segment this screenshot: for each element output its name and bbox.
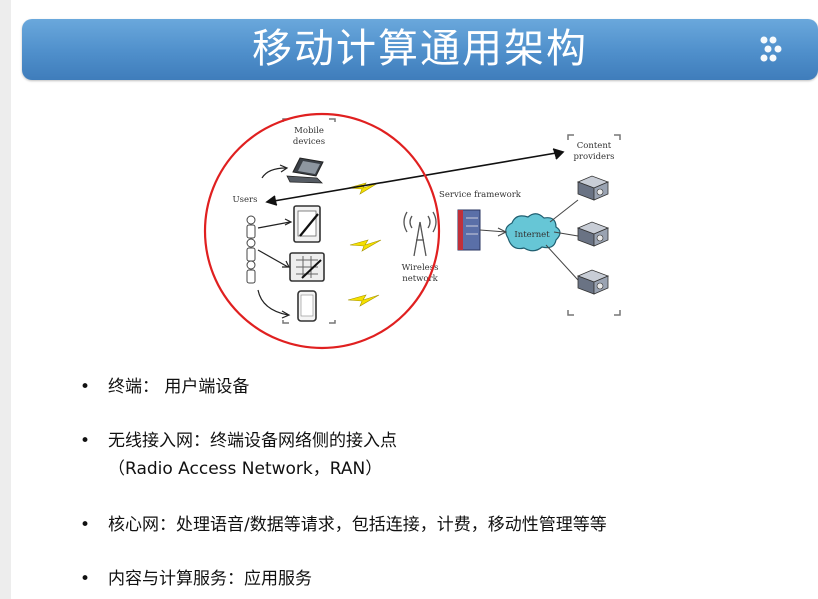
internet-label: Internet — [514, 230, 550, 240]
bullet-dot: • — [79, 569, 91, 589]
users-icon — [246, 215, 256, 284]
wireless-lightning-icons — [347, 182, 382, 307]
user-device-arrows — [257, 164, 293, 319]
bullet-subtext: （Radio Access Network，RAN） — [108, 459, 383, 479]
terminal-highlight-circle — [203, 112, 441, 350]
grid-device-icon — [289, 252, 325, 282]
cloud-links — [479, 199, 579, 281]
bullet-text: 终端： 用户端设备 — [108, 377, 250, 397]
dots-logo-icon — [760, 36, 782, 62]
svg-text:network: network — [402, 274, 438, 284]
svg-text:devices: devices — [293, 137, 325, 147]
bullet-dot: • — [79, 431, 91, 451]
title-bar: 移动计算通用架构 — [22, 19, 818, 80]
bullet-dot: • — [79, 377, 91, 397]
left-margin-strip — [0, 0, 11, 599]
bullet-dot: • — [79, 515, 91, 535]
architecture-diagram: Mobile devices Users — [203, 112, 621, 350]
wireless-tower-icon — [403, 211, 437, 257]
service-framework-server-icon — [457, 209, 481, 251]
mobile-devices-label: Mobile — [294, 126, 324, 136]
tablet-icon — [293, 205, 321, 243]
users-to-providers-arrow — [265, 148, 565, 206]
laptop-icon — [286, 157, 324, 184]
bullet-text: 无线接入网：终端设备网络侧的接入点 — [108, 431, 397, 451]
wireless-network-label: Wireless — [402, 263, 439, 273]
server-icon — [576, 221, 610, 247]
server-icon — [576, 269, 610, 295]
server-icon — [576, 175, 610, 201]
smartphone-icon — [297, 290, 317, 322]
bullet-text: 核心网：处理语音/数据等请求，包括连接，计费，移动性管理等等 — [108, 515, 607, 535]
content-providers-group: Content providers — [567, 134, 621, 316]
slide-title: 移动计算通用架构 — [252, 26, 588, 72]
users-label: Users — [233, 195, 258, 205]
svg-text:providers: providers — [573, 152, 614, 162]
service-framework-label: Service framework — [439, 190, 522, 200]
internet-cloud-icon: Internet — [505, 213, 561, 252]
bullet-text: 内容与计算服务：应用服务 — [108, 569, 312, 589]
content-providers-label: Content — [577, 141, 612, 151]
